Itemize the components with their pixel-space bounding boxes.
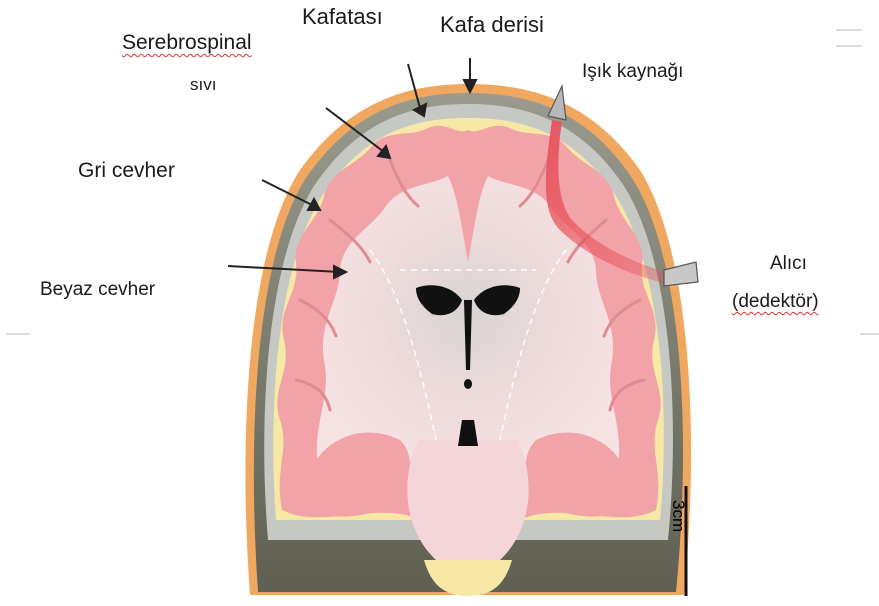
- detector-label-line1: Alıcı: [770, 254, 807, 273]
- skull-label: Kafatası: [302, 6, 383, 28]
- white-matter-label: Beyaz cevher: [40, 280, 155, 299]
- csf-label-line2: sıvı: [190, 76, 216, 93]
- scalp-label: Kafa derisi: [440, 14, 544, 36]
- csf-label-line1: Serebrospinal: [122, 32, 252, 53]
- detector-label-line2: (dedektör): [732, 292, 819, 311]
- scale-bar-label: 3cm: [668, 500, 688, 532]
- gray-matter-label: Gri cevher: [78, 160, 175, 181]
- light-source-label: Işık kaynağı: [582, 62, 683, 81]
